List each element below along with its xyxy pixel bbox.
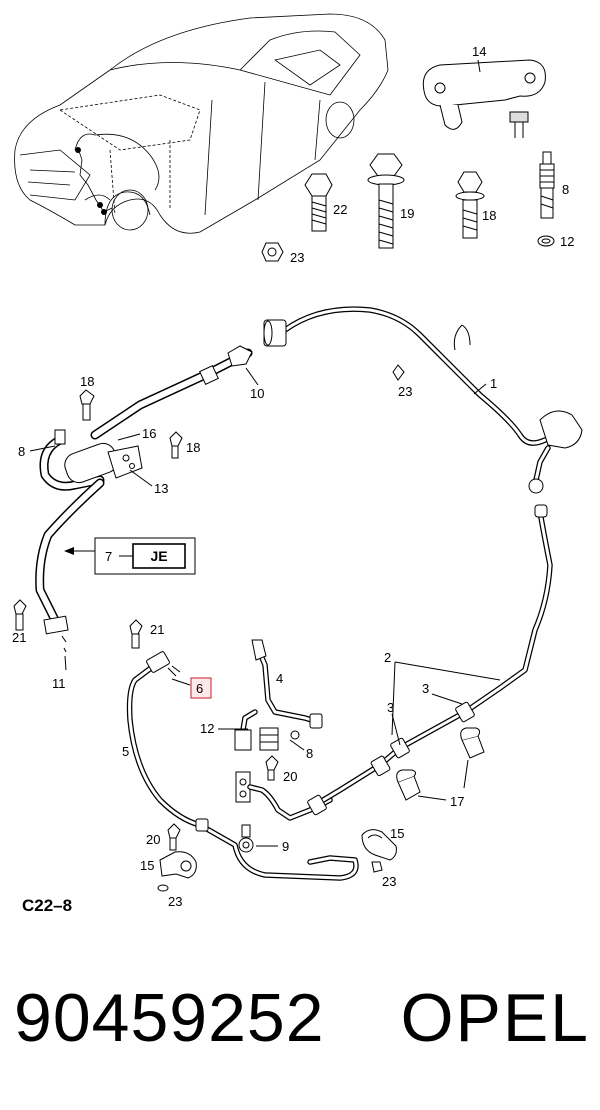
nut-23-mid (392, 364, 405, 381)
callout-18-dryer: 18 (186, 440, 200, 455)
callout-8-top: 8 (562, 182, 569, 197)
callout-15-left: 15 (140, 858, 154, 873)
callout-20-bottom: 20 (146, 832, 160, 847)
callout-21-left: 21 (12, 630, 26, 645)
bolt-22 (304, 173, 333, 232)
callout-16: 16 (142, 426, 156, 441)
valve-8 (539, 151, 555, 219)
clamp-center (235, 771, 333, 821)
bolt-9 (238, 824, 254, 853)
callout-13: 13 (154, 481, 168, 496)
bolt-20-center (265, 755, 279, 781)
callout-6: 6 (196, 681, 203, 696)
parts-diagram: 14 22 19 18 8 12 23 (12, 13, 583, 915)
callout-7: 7 (105, 549, 112, 564)
callout-12-center: 12 (200, 721, 214, 736)
callout-box-7 (64, 537, 196, 575)
pipe-2-3 (307, 504, 553, 816)
bracket-part (422, 59, 546, 138)
callout-22: 22 (333, 202, 347, 217)
callout-14: 14 (472, 44, 486, 59)
hose-11 (35, 478, 105, 671)
clamp-15-right (361, 829, 397, 873)
pipe-4 (234, 639, 323, 751)
callout-20-center: 20 (283, 769, 297, 784)
callout-8-center: 8 (306, 746, 313, 761)
callout-3-left: 3 (387, 700, 394, 715)
callout-1: 1 (490, 376, 497, 391)
callout-8-left: 8 (18, 444, 25, 459)
callout-10: 10 (250, 386, 264, 401)
callout-23-right: 23 (382, 874, 396, 889)
page-code: C22–8 (22, 896, 72, 915)
callout-17: 17 (450, 794, 464, 809)
bolt-18-dryer (169, 431, 183, 459)
callout-3-right: 3 (422, 681, 429, 696)
callout-12-top: 12 (560, 234, 574, 249)
hose-1 (263, 306, 583, 494)
callout-5: 5 (122, 744, 129, 759)
callout-4: 4 (276, 671, 283, 686)
nut-23-top (261, 242, 284, 262)
bolt-18 (455, 171, 485, 239)
callout-9: 9 (282, 839, 289, 854)
callout-18-top: 18 (482, 208, 496, 223)
callout-18-left: 18 (80, 374, 94, 389)
bolt-18-left (79, 389, 95, 421)
clamp-15-left (157, 851, 197, 892)
bolt-21-center (129, 619, 143, 649)
callout-2: 2 (384, 650, 391, 665)
brand-name: OPEL (400, 980, 590, 1056)
callout-23-bottom: 23 (168, 894, 182, 909)
callout-23-mid: 23 (398, 384, 412, 399)
bolt-19 (367, 153, 405, 249)
callout-23-top: 23 (290, 250, 304, 265)
pipe-5 (126, 651, 359, 881)
callout-19: 19 (400, 206, 414, 221)
clip-17-upper (460, 727, 485, 759)
clip-17-lower (396, 769, 421, 801)
box-ref-je: JE (150, 548, 167, 564)
callout-11: 11 (52, 676, 66, 691)
bolt-21-left (13, 599, 27, 631)
receiver-dryer (39, 429, 143, 491)
bolt-20-bottom (167, 823, 181, 851)
car-illustration (14, 13, 389, 234)
callout-6-box (171, 677, 212, 699)
hose-10 (90, 345, 259, 440)
part-number: 90459252 (14, 980, 325, 1056)
callout-21-center: 21 (150, 622, 164, 637)
callout-15-right: 15 (390, 826, 404, 841)
